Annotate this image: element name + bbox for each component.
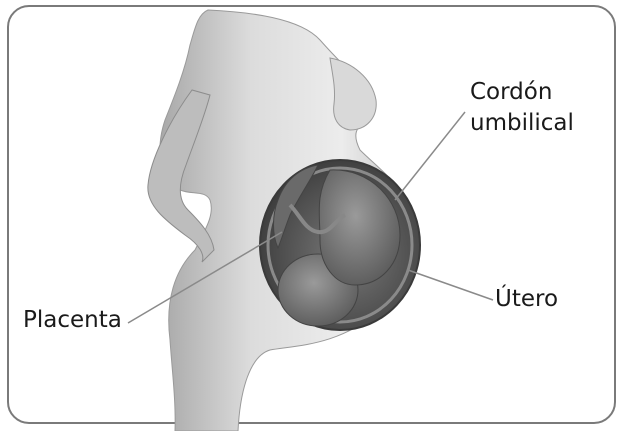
breast bbox=[330, 58, 376, 130]
label-cordon: Cordón bbox=[470, 77, 552, 107]
label-placenta: Placenta bbox=[23, 305, 122, 335]
leader-line-utero bbox=[408, 270, 493, 300]
label-umbilical: umbilical bbox=[470, 108, 574, 138]
leader-line-cord bbox=[395, 112, 465, 200]
label-utero: Útero bbox=[495, 284, 558, 314]
